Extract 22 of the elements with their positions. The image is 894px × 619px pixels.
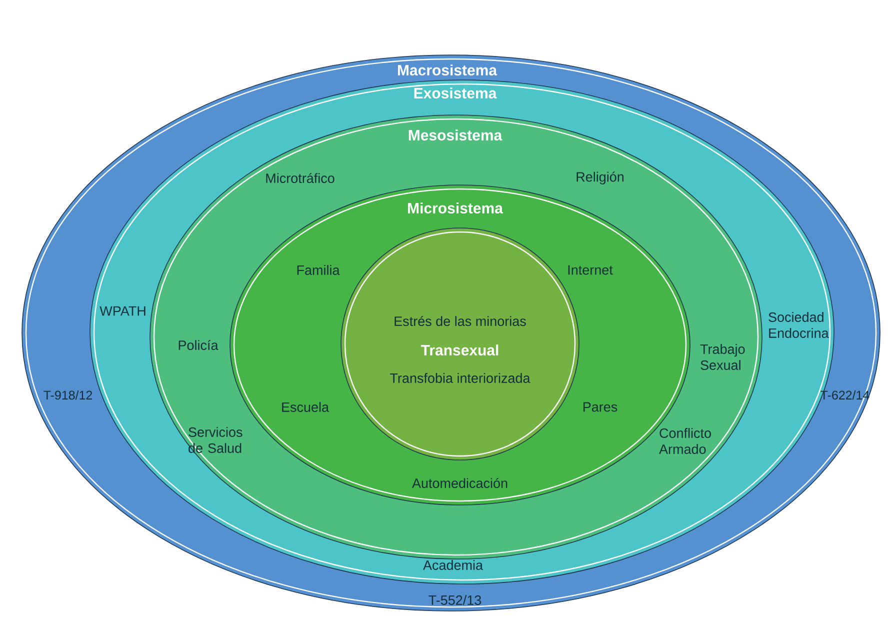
- factor-label: Academia: [423, 560, 484, 570]
- factor-label: Internet: [568, 265, 613, 275]
- factor-label: T-918/12: [44, 390, 92, 400]
- factor-label: Sociedad Endocrina: [768, 312, 829, 338]
- factor-label: Conflicto Armado: [659, 428, 711, 454]
- ring-heading: Macrosistema: [398, 64, 498, 76]
- factor-label: T-552/13: [428, 595, 482, 605]
- factor-label: Estrés de las minorias: [394, 316, 526, 326]
- factor-label: Microtráfico: [266, 172, 334, 184]
- factor-label: Policía: [178, 340, 218, 350]
- factor-label: Transfobia interiorizada: [390, 373, 530, 383]
- center-label: Transexual: [421, 344, 498, 356]
- factor-label: WPATH: [100, 306, 146, 316]
- ring-heading: Microsistema: [408, 202, 504, 214]
- factor-label: Religión: [576, 172, 624, 184]
- ring-heading: Mesosistema: [408, 130, 502, 140]
- factor-label: Escuela: [282, 402, 330, 412]
- factor-label: Trabajo Sexual: [700, 344, 745, 370]
- ring-heading: Exosistema: [414, 88, 497, 98]
- factor-label: Pares: [584, 402, 618, 412]
- factor-label: Automedicación: [412, 478, 508, 488]
- factor-label: Familia: [297, 265, 340, 275]
